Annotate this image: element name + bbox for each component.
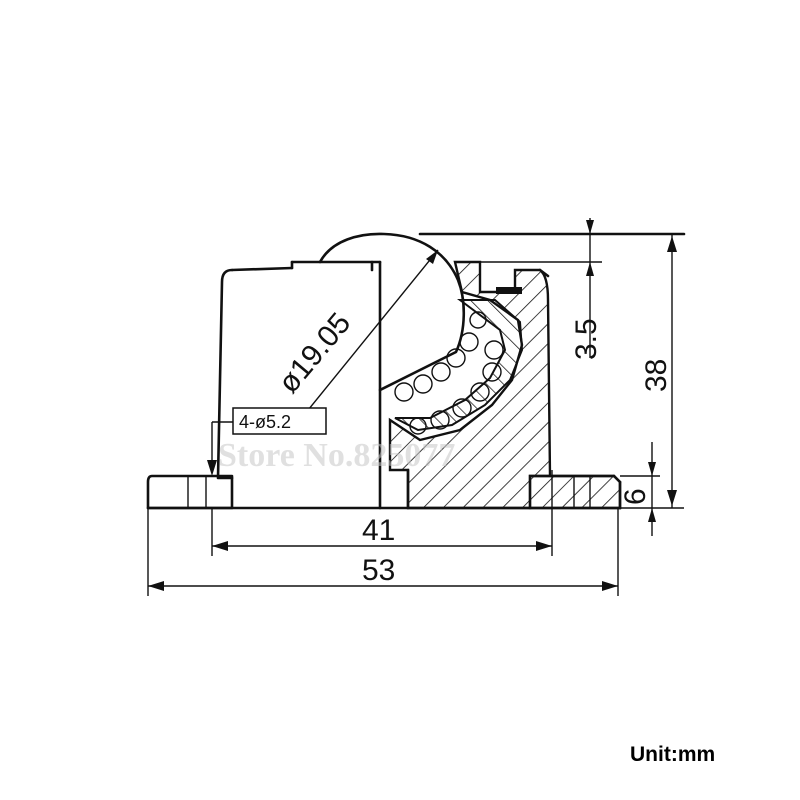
height-dimension: 38 xyxy=(620,234,684,509)
support-balls xyxy=(394,311,504,435)
unit-label: Unit:mm xyxy=(630,743,716,766)
protrusion-dimension: 3.5 xyxy=(480,218,603,360)
hole-spacing-label: 41 xyxy=(362,514,395,547)
protrusion-label: 3.5 xyxy=(570,318,603,360)
height-label: 38 xyxy=(640,359,673,392)
flange-thickness-label: 6 xyxy=(619,488,652,505)
overall-width-dimension: 53 xyxy=(147,508,619,596)
hole-spacing-dimension: 41 xyxy=(211,470,553,556)
hole-callout: 4-ø5.2 xyxy=(207,407,327,476)
main-ball xyxy=(318,232,686,392)
overall-width-label: 53 xyxy=(362,554,395,587)
ball-diameter-label: ø19.05 xyxy=(272,307,357,400)
flange-dimension: 6 xyxy=(619,442,660,536)
store-watermark: Store No.825077 xyxy=(218,437,455,474)
hole-callout-label: 4-ø5.2 xyxy=(239,412,291,432)
